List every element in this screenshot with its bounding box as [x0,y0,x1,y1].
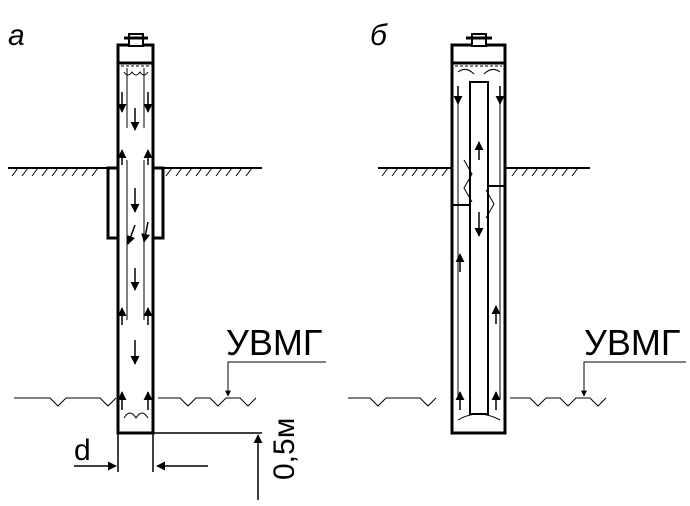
casing-sleeve-a [106,166,165,240]
dimension-depth: 0,5м [153,418,301,500]
panel-b-label: б [370,19,388,52]
depth-label: 0,5м [268,418,301,480]
ground-surface-a [8,167,262,177]
flow-arrows-a [117,92,153,410]
groundwater-label-a: УВМГ [226,322,322,363]
pile-head-a [116,33,155,67]
panel-a-label: а [8,19,25,52]
groundwater-marker-b: УВМГ [581,322,686,397]
groundwater-marker-a: УВМГ [225,322,326,397]
pile-body-b [450,43,507,435]
dimension-d: d [74,433,208,472]
panel-a: а [8,19,326,500]
groundwater-line-a [14,397,257,407]
panel-b: б [348,19,686,435]
groundwater-label-b: УВМГ [584,322,680,363]
flow-arrows-b [453,86,505,410]
diameter-label: d [74,434,91,467]
groundwater-line-b [348,397,607,407]
pile-head-b [450,33,507,67]
central-tube-b [457,68,501,421]
ground-surface-b [378,167,590,177]
baffles-b [452,159,505,219]
